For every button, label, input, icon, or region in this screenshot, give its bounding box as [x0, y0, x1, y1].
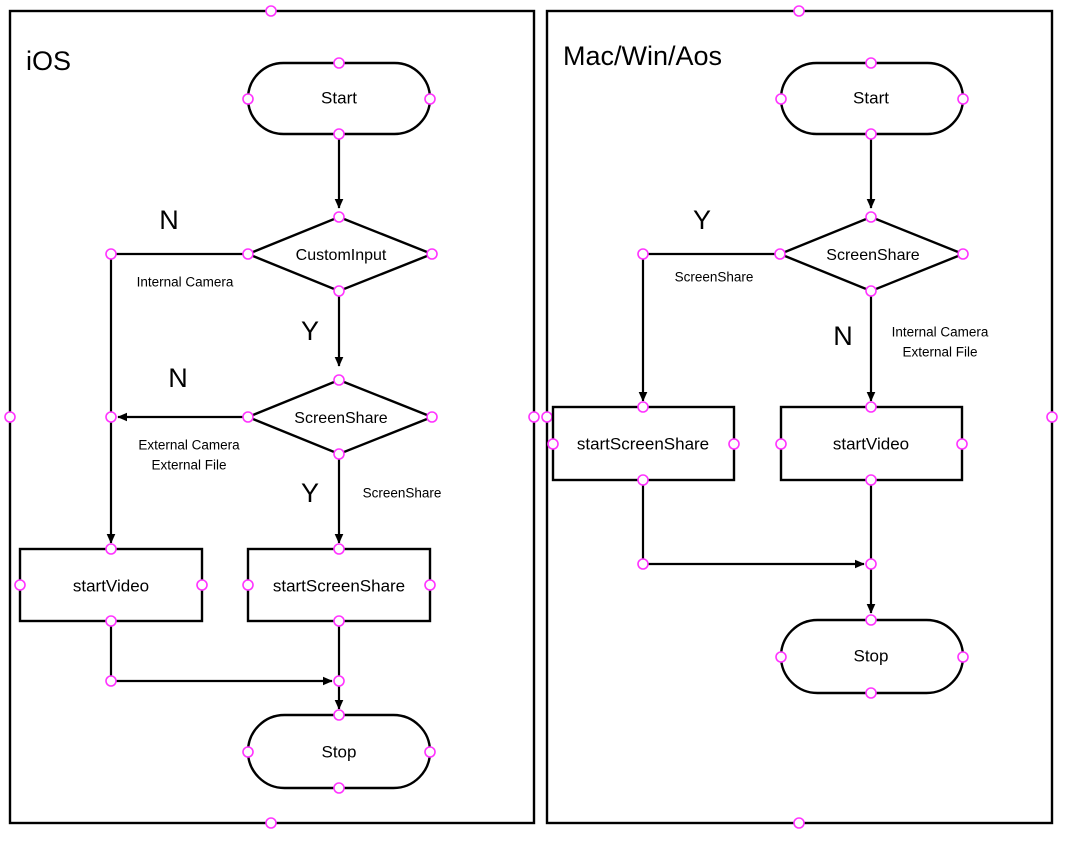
node-d-stop[interactable]: Stop	[779, 618, 965, 695]
cp-ios-elbow-bend[interactable]	[105, 675, 117, 687]
node-d-startscreenshare[interactable]: startScreenShare	[551, 405, 736, 482]
cp-ios-custominput-top[interactable]	[333, 211, 345, 223]
panel-desktop-title: Mac/Win/Aos	[563, 41, 722, 71]
node-ios-custominput-label: CustomInput	[296, 247, 387, 264]
label-d-screenShare-no: N	[833, 321, 853, 351]
cp-ios-startvideo-bottom[interactable]	[105, 615, 117, 627]
cp-ios-start-bottom[interactable]	[333, 128, 345, 140]
panel-desktop-cp-top[interactable]	[793, 5, 805, 17]
node-ios-start-label: Start	[321, 88, 357, 107]
label-ios-customInput-no: N	[159, 205, 179, 235]
cp-d-screenshare-right[interactable]	[957, 248, 969, 260]
cp-d-startvideo-left[interactable]	[775, 438, 787, 450]
node-ios-startscreenshare[interactable]: startScreenShare	[246, 547, 432, 623]
label-ios-screenShare-yes: Y	[301, 478, 319, 508]
cp-ios-screenshare-right[interactable]	[426, 411, 438, 423]
label-d-screenShare-yes: Y	[693, 205, 711, 235]
cp-d-startscreenshare-right[interactable]	[728, 438, 740, 450]
label-d-screenShare-no-detail-1: Internal Camera	[892, 325, 989, 340]
cp-ios-stop-left[interactable]	[242, 746, 254, 758]
cp-d-stop-left[interactable]	[775, 651, 787, 663]
node-d-start[interactable]: Start	[779, 61, 965, 136]
cp-d-start-bottom[interactable]	[865, 128, 877, 140]
cp-ios-stop-top[interactable]	[333, 709, 345, 721]
cp-ios-startscreenshare-top[interactable]	[333, 543, 345, 555]
panel-desktop-cp-left[interactable]	[541, 411, 553, 423]
label-ios-screenShare-yes-detail: ScreenShare	[363, 486, 442, 501]
cp-d-start-right[interactable]	[957, 93, 969, 105]
cp-ios-custominput-right[interactable]	[426, 248, 438, 260]
node-ios-custominput[interactable]: CustomInput	[244, 215, 436, 293]
cp-ios-custominput-left[interactable]	[242, 248, 254, 260]
node-ios-startscreenshare-label: startScreenShare	[273, 576, 405, 595]
cp-ios-screenShare-no-end[interactable]	[105, 411, 117, 423]
node-ios-stop-label: Stop	[322, 742, 357, 761]
label-ios-customInput-yes: Y	[301, 316, 319, 346]
node-d-start-label: Start	[853, 88, 889, 107]
cp-d-startscreenshare-top[interactable]	[637, 401, 649, 413]
panel-desktop[interactable]: Mac/Win/Aos Start	[541, 5, 1058, 829]
cp-d-screenshare-bottom[interactable]	[865, 285, 877, 297]
cp-d-startvideo-bottom[interactable]	[865, 474, 877, 486]
label-ios-screenShare-no-detail-2: External File	[151, 458, 226, 473]
cp-d-screenshare-top[interactable]	[865, 211, 877, 223]
cp-d-startscreenshare-left[interactable]	[547, 438, 559, 450]
node-ios-screenshare-label: ScreenShare	[294, 410, 387, 427]
cp-ios-screenshare-left[interactable]	[242, 411, 254, 423]
cp-d-screenshare-left[interactable]	[774, 248, 786, 260]
cp-ios-stop-bottom[interactable]	[333, 782, 345, 794]
node-ios-startvideo[interactable]: startVideo	[18, 547, 204, 623]
node-d-screenshare-label: ScreenShare	[826, 247, 919, 264]
label-d-screenShare-yes-detail: ScreenShare	[675, 270, 754, 285]
node-d-startscreenshare-shape[interactable]	[551, 405, 736, 482]
panel-desktop-cp-right[interactable]	[1046, 411, 1058, 423]
panel-ios[interactable]: iOS Start	[4, 5, 540, 829]
cp-d-start-top[interactable]	[865, 57, 877, 69]
node-ios-start[interactable]: Start	[246, 61, 432, 136]
cp-ios-screenshare-bottom[interactable]	[333, 448, 345, 460]
panel-ios-cp-right[interactable]	[528, 411, 540, 423]
cp-ios-startvideo-right[interactable]	[196, 579, 208, 591]
panel-desktop-cp-bottom[interactable]	[793, 817, 805, 829]
label-ios-screenShare-no-detail-1: External Camera	[138, 438, 240, 453]
cp-d-start-left[interactable]	[775, 93, 787, 105]
cp-ios-start-right[interactable]	[424, 93, 436, 105]
label-ios-screenShare-no: N	[168, 363, 188, 393]
cp-ios-elbow-join[interactable]	[333, 675, 345, 687]
node-d-startvideo[interactable]: startVideo	[779, 405, 964, 482]
cp-d-startscreenshare-bottom[interactable]	[637, 474, 649, 486]
cp-ios-startvideo-top[interactable]	[105, 543, 117, 555]
cp-d-screenShare-yes-bend[interactable]	[637, 248, 649, 260]
label-d-screenShare-no-detail-2: External File	[902, 345, 977, 360]
cp-d-startvideo-right[interactable]	[956, 438, 968, 450]
node-d-startscreenshare-label: startScreenShare	[577, 434, 709, 453]
panel-ios-cp-top[interactable]	[265, 5, 277, 17]
cp-d-stop-right[interactable]	[957, 651, 969, 663]
cp-ios-stop-right[interactable]	[424, 746, 436, 758]
cp-ios-startvideo-left[interactable]	[14, 579, 26, 591]
cp-ios-start-left[interactable]	[242, 93, 254, 105]
node-d-startvideo-label: startVideo	[833, 434, 909, 453]
cp-d-stop-top[interactable]	[865, 614, 877, 626]
node-ios-startvideo-label: startVideo	[73, 576, 149, 595]
cp-ios-startscreenshare-left[interactable]	[242, 579, 254, 591]
cp-d-elbow-join[interactable]	[865, 558, 877, 570]
cp-ios-screenshare-top[interactable]	[333, 374, 345, 386]
panel-ios-title: iOS	[26, 46, 71, 76]
cp-ios-startscreenshare-bottom[interactable]	[333, 615, 345, 627]
label-ios-customInput-no-detail: Internal Camera	[137, 275, 234, 290]
cp-ios-start-top[interactable]	[333, 57, 345, 69]
cp-ios-custominput-bottom[interactable]	[333, 285, 345, 297]
cp-d-stop-bottom[interactable]	[865, 687, 877, 699]
cp-d-startvideo-top[interactable]	[865, 401, 877, 413]
node-d-stop-label: Stop	[854, 646, 889, 665]
panel-ios-cp-left[interactable]	[4, 411, 16, 423]
cp-ios-startscreenshare-right[interactable]	[424, 579, 436, 591]
node-ios-stop[interactable]: Stop	[246, 713, 432, 790]
panel-ios-cp-bottom[interactable]	[265, 817, 277, 829]
cp-ios-customInput-no-bend[interactable]	[105, 248, 117, 260]
cp-d-elbow-bend[interactable]	[637, 558, 649, 570]
